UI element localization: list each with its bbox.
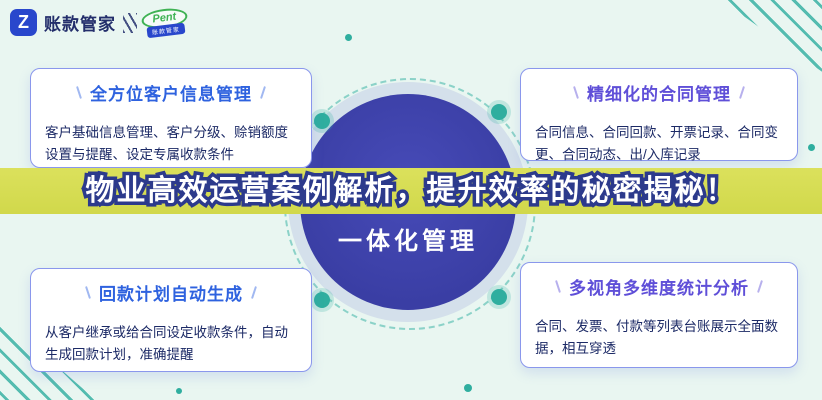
- connector-node-top-left: [314, 113, 330, 129]
- brand-seal: Pent 账款管家: [140, 6, 190, 39]
- slashes-icon: [123, 12, 137, 33]
- brand-name: 账款管家: [44, 15, 116, 34]
- decorative-dot: [176, 388, 182, 394]
- card-body: 从客户继承或给合同设定收款条件，自动生成回款计划，准确提醒: [45, 325, 288, 362]
- decorative-dot: [464, 384, 472, 392]
- card-title: 精细化的合同管理: [521, 80, 797, 105]
- card-body: 客户基础信息管理、客户分级、赊销额度设置与提醒、设定专属收款条件: [45, 125, 288, 162]
- brand-logo: Z 账款管家 Pent 账款管家: [10, 6, 190, 39]
- card-title: 回款计划自动生成: [31, 280, 311, 305]
- card-statistics-analysis: 多视角多维度统计分析 合同、发票、付款等列表台账展示全面数据，相互穿透: [520, 262, 798, 368]
- connector-node-bottom-right: [491, 289, 507, 305]
- headline-banner: 物业高效运营案例解析，提升效率的秘密揭秘！ 物业高效运营案例解析，提升效率的秘密…: [0, 168, 822, 214]
- card-repayment-plan: 回款计划自动生成 从客户继承或给合同设定收款条件，自动生成回款计划，准确提醒: [30, 268, 312, 372]
- card-customer-info-management: 全方位客户信息管理 客户基础信息管理、客户分级、赊销额度设置与提醒、设定专属收款…: [30, 68, 312, 168]
- card-title: 全方位客户信息管理: [31, 80, 311, 105]
- headline-text: 物业高效运营案例解析，提升效率的秘密揭秘！: [85, 174, 737, 207]
- headline-text-outline: 物业高效运营案例解析，提升效率的秘密揭秘！: [82, 173, 738, 209]
- decorative-dot: [345, 34, 352, 41]
- card-title: 多视角多维度统计分析: [521, 274, 797, 299]
- brand-mark-icon: Z: [10, 9, 37, 36]
- decorative-dot: [808, 144, 815, 151]
- card-body: 合同、发票、付款等列表台账展示全面数据，相互穿透: [535, 319, 778, 356]
- connector-node-top-right: [491, 104, 507, 120]
- center-hub-line2: 一体化管理: [338, 228, 478, 255]
- connector-node-bottom-left: [314, 292, 330, 308]
- card-contract-management: 精细化的合同管理 合同信息、合同回款、开票记录、合同变更、合同动态、出/入库记录: [520, 68, 798, 162]
- card-body: 合同信息、合同回款、开票记录、合同变更、合同动态、出/入库记录: [535, 125, 778, 162]
